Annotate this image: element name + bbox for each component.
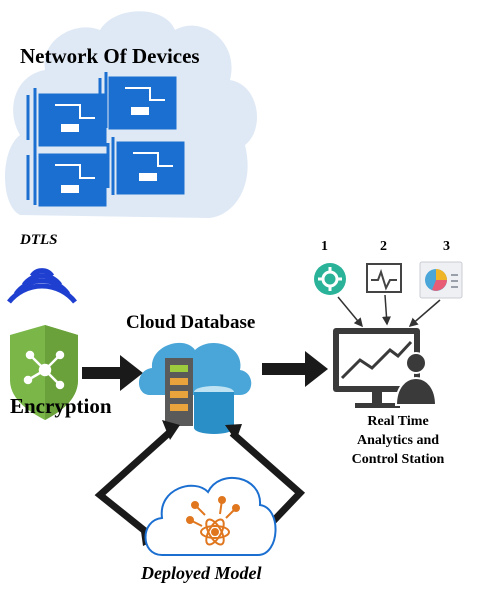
user-person-icon [394, 352, 438, 406]
circuit-traces [55, 87, 173, 193]
arrow-database-to-model [94, 429, 173, 538]
arrowhead-up-right [225, 424, 242, 441]
circuit-board-icon [26, 72, 185, 207]
wifi-signal-icon [7, 268, 77, 304]
network-of-devices-label: Network Of Devices [20, 44, 200, 68]
analytics-station-label: Real Time Analytics and Control Station [351, 414, 445, 467]
dtls-label: DTLS [20, 232, 58, 248]
cloud-database-label: Cloud Database [126, 312, 256, 333]
arrow-encryption-to-database [82, 355, 143, 391]
encryption-label: Encryption [10, 394, 112, 418]
waveform-monitor-icon [366, 263, 402, 293]
atom-network-icon [186, 496, 240, 546]
step-number-2: 2 [380, 239, 387, 254]
pie-chart-report-icon [419, 261, 463, 299]
deployed-model-cloud-icon [144, 476, 277, 556]
arrow-database-to-station [262, 351, 328, 387]
arrowhead-up-left [162, 420, 180, 440]
step-number-1: 1 [321, 239, 328, 254]
deployed-model-label: Deployed Model [141, 563, 262, 583]
shield-icon [10, 325, 78, 420]
connector-lines [337, 294, 441, 328]
gear-settings-icon [314, 263, 346, 295]
step-number-3: 3 [443, 239, 450, 254]
analytics-monitor-icon [333, 328, 420, 408]
cloud-database-icon [138, 342, 252, 434]
